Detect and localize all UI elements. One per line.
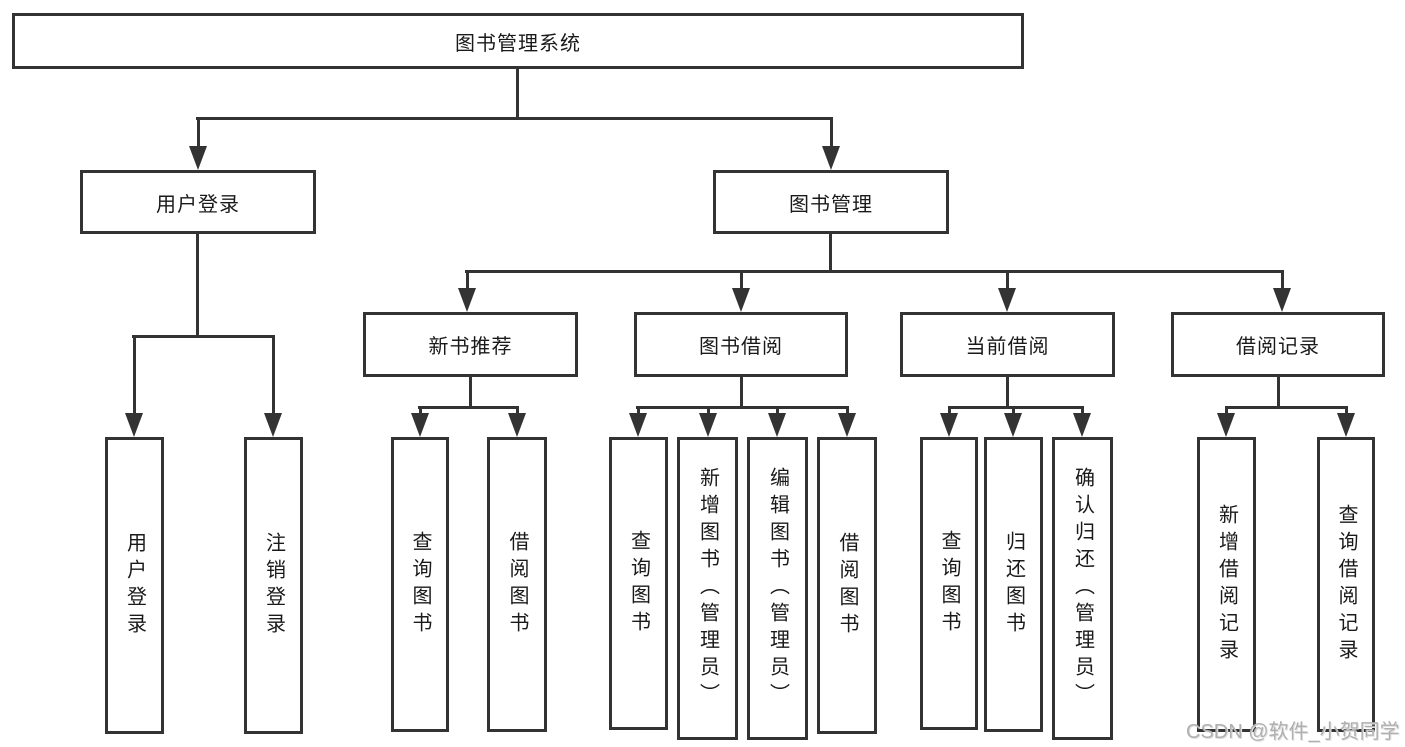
leaf-borrow-books-borrow: 借阅图书 [817, 437, 877, 734]
connector-arrowhead-leaf-logout [264, 413, 282, 437]
leaf-user-login: 用户登录 [105, 437, 164, 734]
connector-arrowhead-borrow-books-borrow [838, 413, 856, 437]
connector-shaft-borrowing-records [1281, 270, 1284, 290]
connector-root-stem [516, 68, 519, 119]
node-book-management-label: 图书管理 [789, 193, 873, 216]
connector-arrowhead-edit-books-admin [768, 413, 786, 437]
node-book-borrowing-label: 图书借阅 [699, 336, 783, 358]
connector-shaft-new-book-recommend [466, 270, 469, 290]
connector-recommend-stem [469, 377, 472, 409]
leaf-query-borrow-record-label: 查询借阅记录 [1335, 503, 1357, 666]
connector-borrow-bar [636, 406, 849, 409]
connector-arrowhead-return-books [1004, 413, 1022, 437]
leaf-return-books-label: 归还图书 [1002, 530, 1025, 639]
connector-arrowhead-query-borrow-record [1337, 413, 1355, 437]
leaf-edit-books-admin: 编辑图书（管理员） [747, 437, 808, 740]
node-new-book-recommend-label: 新书推荐 [428, 336, 513, 358]
connector-recommend-bar [418, 406, 519, 409]
leaf-query-books-borrow-label: 查询图书 [627, 529, 650, 638]
connector-arrowhead-query-books-borrow [629, 413, 647, 437]
connector-user-bar [132, 335, 275, 338]
connector-shaft-current-borrowing [1006, 270, 1009, 290]
connector-arrowhead-query-books-current [940, 413, 958, 437]
connector-arrowhead-query-books-recommend [411, 413, 429, 437]
connector-arrowhead-book-borrowing [732, 288, 750, 312]
leaf-query-books-current: 查询图书 [920, 437, 978, 730]
connector-shaft-book-management [830, 117, 833, 148]
leaf-add-borrow-record-label: 新增借阅记录 [1215, 503, 1238, 666]
leaf-add-books-admin-label: 新增图书（管理员） [696, 467, 719, 710]
leaf-return-books: 归还图书 [984, 437, 1043, 732]
connector-shaft-query-books-borrow [637, 406, 640, 415]
connector-borrow-stem [740, 377, 743, 409]
connector-records-stem [1277, 377, 1280, 409]
connector-shaft-add-borrow-record [1225, 406, 1228, 415]
leaf-query-books-recommend: 查询图书 [391, 437, 449, 732]
connector-shaft-user-login [197, 117, 200, 148]
leaf-logout-label: 注销登录 [262, 531, 285, 640]
connector-user-stem [196, 234, 199, 338]
node-user-login: 用户登录 [80, 170, 316, 234]
connector-shaft-borrow-books-borrow [846, 406, 849, 415]
connector-current-stem [1006, 377, 1009, 409]
connector-shaft-borrow-books-recommend [516, 406, 519, 415]
node-borrowing-records-label: 借阅记录 [1236, 336, 1320, 358]
node-book-management: 图书管理 [713, 170, 949, 234]
connector-shaft-leaf-logout [272, 335, 275, 415]
connector-arrowhead-current-borrowing [998, 288, 1016, 312]
connector-arrowhead-leaf-user-login [125, 413, 143, 437]
leaf-query-books-current-label: 查询图书 [938, 529, 960, 638]
leaf-borrow-books-borrow-label: 借阅图书 [836, 531, 858, 640]
connector-arrowhead-confirm-return-admin [1073, 413, 1091, 437]
csdn-watermark: CSDN @软件_小贺同学 [1186, 721, 1400, 743]
leaf-confirm-return-admin-label: 确认归还（管理员） [1071, 467, 1094, 710]
node-borrowing-records: 借阅记录 [1171, 312, 1385, 377]
node-root-label: 图书管理系统 [455, 32, 581, 55]
connector-root-bar [196, 117, 833, 120]
connector-shaft-confirm-return-admin [1081, 406, 1084, 415]
connector-shaft-add-books-admin [707, 406, 710, 415]
leaf-borrow-books-recommend: 借阅图书 [487, 437, 547, 732]
connector-mgmt-bar [465, 270, 1284, 273]
leaf-add-books-admin: 新增图书（管理员） [677, 437, 738, 740]
connector-arrowhead-user-login [189, 146, 207, 170]
connector-arrowhead-add-borrow-record [1217, 413, 1235, 437]
leaf-add-borrow-record: 新增借阅记录 [1197, 437, 1256, 732]
node-current-borrowing: 当前借阅 [900, 312, 1115, 377]
connector-shaft-query-books-current [948, 406, 951, 415]
connector-arrowhead-borrowing-records [1273, 288, 1291, 312]
connector-mgmt-stem [829, 234, 832, 273]
connector-arrowhead-borrow-books-recommend [508, 413, 526, 437]
node-root: 图书管理系统 [12, 13, 1024, 69]
connector-arrowhead-book-management [822, 146, 840, 170]
node-current-borrowing-label: 当前借阅 [965, 336, 1050, 358]
leaf-query-borrow-record: 查询借阅记录 [1317, 437, 1375, 732]
connector-shaft-leaf-user-login [133, 335, 136, 415]
node-book-borrowing: 图书借阅 [634, 312, 848, 377]
leaf-confirm-return-admin: 确认归还（管理员） [1052, 437, 1113, 740]
node-user-login-label: 用户登录 [156, 193, 240, 216]
leaf-borrow-books-recommend-label: 借阅图书 [506, 530, 528, 639]
node-new-book-recommend: 新书推荐 [363, 312, 578, 377]
leaf-user-login-label: 用户登录 [123, 531, 146, 640]
leaf-logout: 注销登录 [244, 437, 303, 734]
connector-shaft-query-borrow-record [1345, 406, 1348, 415]
connector-arrowhead-add-books-admin [699, 413, 717, 437]
connector-current-bar [948, 406, 1084, 409]
connector-shaft-book-borrowing [740, 270, 743, 290]
connector-shaft-edit-books-admin [776, 406, 779, 415]
leaf-query-books-recommend-label: 查询图书 [409, 530, 431, 639]
connector-records-bar [1225, 406, 1347, 409]
leaf-query-books-borrow: 查询图书 [609, 437, 668, 730]
connector-shaft-return-books [1012, 406, 1015, 415]
connector-arrowhead-new-book-recommend [458, 288, 476, 312]
connector-shaft-query-books-recommend [419, 406, 422, 415]
leaf-edit-books-admin-label: 编辑图书（管理员） [766, 467, 789, 710]
